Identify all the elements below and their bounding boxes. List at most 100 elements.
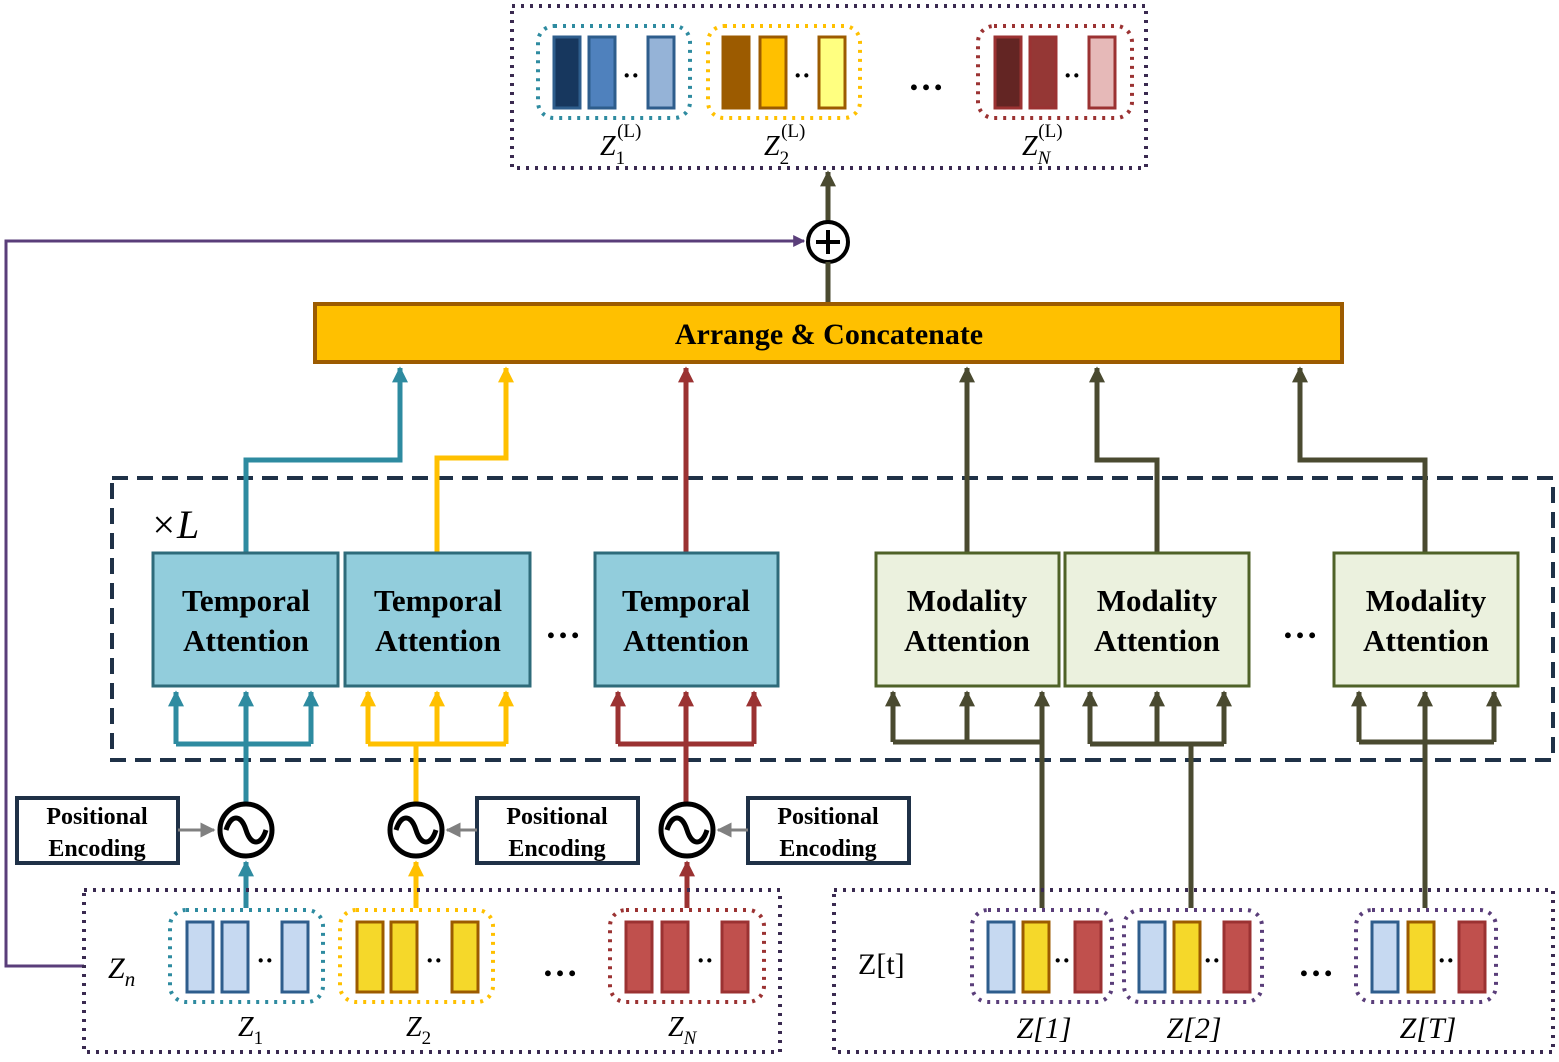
oscillator-icon (217, 801, 275, 859)
input-left-ellipsis: … (542, 944, 578, 984)
zn-input-group: ·· (608, 908, 766, 1004)
small-dots: ·· (1053, 946, 1070, 975)
small-dots: ·· (622, 61, 639, 90)
feature-vector (450, 920, 480, 994)
svg-text:Attention: Attention (904, 623, 1030, 658)
output-label-zn: ZN(L) (1022, 121, 1063, 169)
positional-encoding-box: Positional Encoding (475, 796, 640, 865)
output-vector (552, 35, 582, 110)
input-left-group: Zn ·· ·· … ·· Z1 Z2 (82, 888, 782, 1054)
svg-text:Modality: Modality (1097, 583, 1218, 618)
output-vector (758, 35, 788, 110)
svg-text:Attention: Attention (1363, 623, 1489, 658)
svg-text:Modality: Modality (907, 583, 1028, 618)
svg-text:Temporal: Temporal (622, 583, 750, 618)
svg-text:Attention: Attention (375, 623, 501, 658)
output-label-z1: Z1(L) (600, 121, 641, 169)
svg-text:Attention: Attention (183, 623, 309, 658)
feature-vector (720, 920, 750, 994)
output-vector (993, 35, 1023, 110)
repeat-label: ×L (150, 502, 199, 547)
oscillator-icon (658, 801, 716, 859)
block-output-arrows (243, 366, 1428, 552)
temporal-attention-block: Temporal Attention (151, 551, 340, 688)
feature-vector (1370, 920, 1400, 994)
concat-bar (313, 302, 1344, 364)
feature-vector (1137, 920, 1167, 994)
modality-attention-block: Modality Attention (1332, 551, 1520, 688)
feature-vector (624, 920, 654, 994)
svg-text:Temporal: Temporal (374, 583, 502, 618)
input-label-z-t1: Z[1] (1016, 1012, 1071, 1045)
concat-label: Arrange & Concatenate (675, 318, 983, 351)
small-dots: ·· (696, 946, 713, 975)
small-dots: ·· (256, 946, 273, 975)
output-group-border (510, 4, 1148, 170)
input-label-z2: Z2 (406, 1012, 431, 1049)
layer-container (110, 476, 1555, 762)
output-vector (1087, 35, 1117, 110)
modality-attention-block: Modality Attention (874, 551, 1061, 688)
input-right-group: Z[t] ·· ·· … ·· Z[1] Z[2] Z[T] (832, 888, 1555, 1054)
z-tT-group: ·· (1354, 908, 1498, 1004)
svg-text:Attention: Attention (623, 623, 749, 658)
sum-node (806, 170, 850, 302)
z-t2-group: ·· (1122, 908, 1264, 1004)
feature-vector (389, 920, 419, 994)
zn-row-label: Zn (108, 952, 135, 991)
svg-text:Temporal: Temporal (182, 583, 310, 618)
output-zn-group: ·· (976, 24, 1134, 120)
small-dots: ·· (1203, 946, 1220, 975)
feature-vector (986, 920, 1016, 994)
svg-text:Encoding: Encoding (48, 836, 145, 862)
input-label-z1: Z1 (238, 1012, 263, 1049)
svg-text:Positional: Positional (46, 804, 148, 830)
input-up-arrows (237, 860, 696, 908)
svg-text:Encoding: Encoding (508, 836, 605, 862)
output-vector (721, 35, 751, 110)
output-z2-group: ·· (706, 24, 862, 120)
output-group: ·· ·· … ·· Z1(L) Z2(L) ZN(L) (510, 4, 1148, 170)
z1-input-group: ·· (168, 908, 325, 1004)
feature-vector (1222, 920, 1252, 994)
small-dots: ·· (425, 946, 442, 975)
svg-text:Encoding: Encoding (779, 836, 876, 862)
input-right-ellipsis: … (1298, 944, 1334, 984)
output-vector (646, 35, 676, 110)
small-dots: ·· (1437, 946, 1454, 975)
input-label-z-t2: Z[2] (1166, 1012, 1221, 1045)
small-dots: ·· (793, 61, 810, 90)
output-vector (587, 35, 617, 110)
positional-encoding-box: Positional Encoding (746, 796, 911, 865)
feature-vector (1172, 920, 1202, 994)
input-label-zn: ZN (668, 1012, 698, 1049)
positional-encoding-box: Positional Encoding (15, 796, 180, 865)
output-label-z2: Z2(L) (764, 121, 805, 169)
feature-vector (660, 920, 690, 994)
output-z1-group: ·· (536, 24, 692, 120)
temporal-ellipsis: … (545, 606, 581, 646)
svg-text:Positional: Positional (506, 804, 608, 830)
residual-connection (4, 235, 806, 968)
input-label-z-tT: Z[T] (1400, 1012, 1457, 1045)
output-ellipsis: … (908, 58, 944, 98)
temporal-attention-block: Temporal Attention (343, 551, 532, 688)
small-dots: ·· (1063, 61, 1080, 90)
modality-attention-block: Modality Attention (1063, 551, 1251, 688)
feature-vector (1021, 920, 1051, 994)
feature-vector (280, 920, 310, 994)
feature-vector (185, 920, 215, 994)
svg-text:Attention: Attention (1094, 623, 1220, 658)
output-vector (1028, 35, 1058, 110)
feature-vector (1406, 920, 1436, 994)
svg-text:Modality: Modality (1366, 583, 1487, 618)
temporal-attention-block: Temporal Attention (593, 551, 780, 688)
output-vector (817, 35, 847, 110)
modality-ellipsis: … (1282, 606, 1318, 646)
temporal-input-forks (167, 690, 763, 808)
zt-row-label: Z[t] (858, 948, 905, 981)
feature-vector (220, 920, 250, 994)
z-t1-group: ·· (970, 908, 1114, 1004)
modality-input-forks (884, 690, 1503, 908)
